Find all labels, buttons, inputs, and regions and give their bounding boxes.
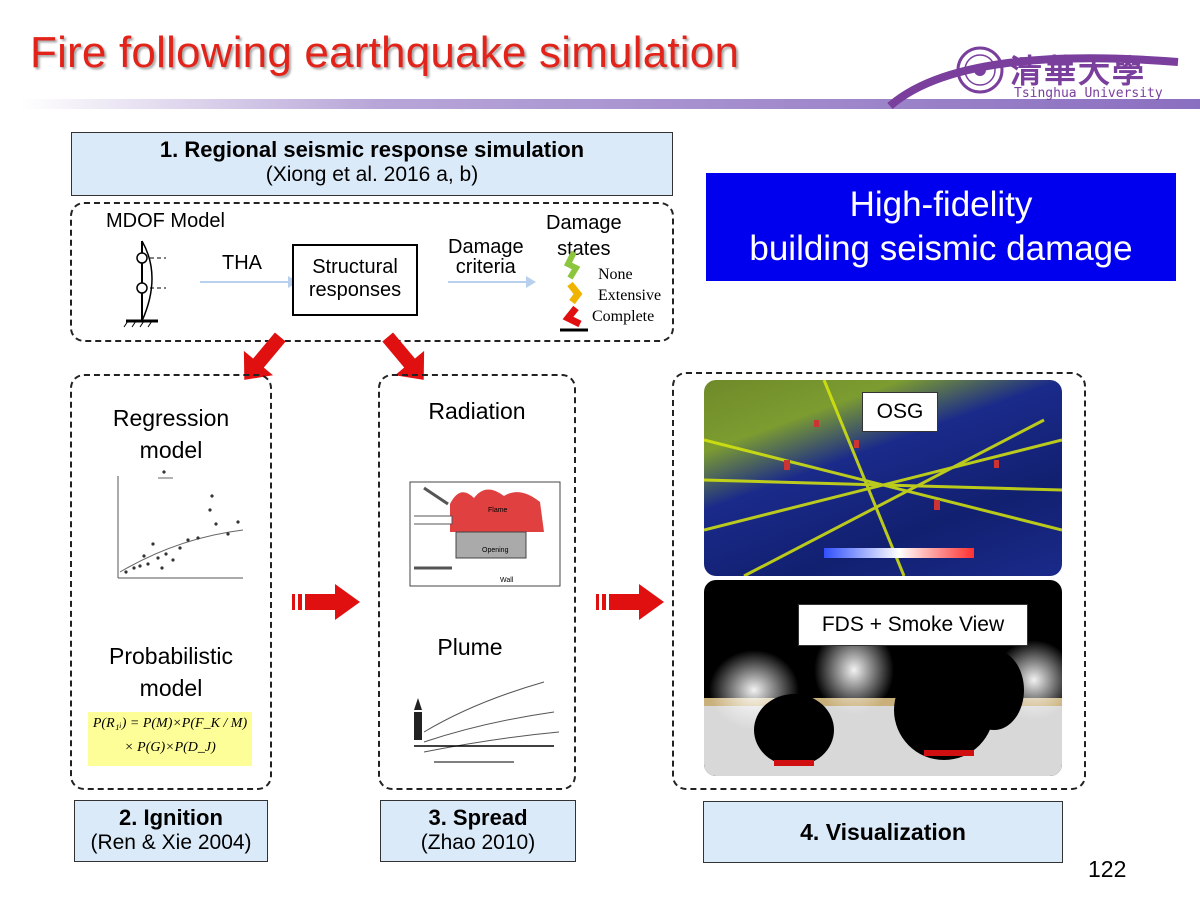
high-fidelity-banner: High-fidelity building seismic damage <box>706 173 1176 281</box>
probabilistic-model-label: Probabilistic model <box>72 640 270 704</box>
step1-box: 1. Regional seismic response simulation … <box>71 132 673 196</box>
damage-criteria-line1: Damage <box>448 237 524 257</box>
step3-ref: (Zhao 2010) <box>381 831 575 855</box>
ignition-panel: Regression model Probabilistic model P(R… <box>70 374 272 790</box>
structural-responses-box: Structural responses <box>292 244 418 316</box>
damage-states-line1: Damage <box>546 210 622 236</box>
structural-responses-line1: Structural <box>294 256 416 279</box>
mdof-label: MDOF Model <box>106 210 225 233</box>
structural-responses-line2: responses <box>294 279 416 302</box>
wall-text: Wall <box>500 577 514 584</box>
radiation-diagram-icon: Flame Opening Wall <box>394 464 564 588</box>
damage-states-icon <box>554 248 594 334</box>
arrow-spread-to-visual-icon <box>596 582 666 622</box>
high-fidelity-line1: High-fidelity <box>706 183 1176 227</box>
step2-heading: 2. Ignition <box>75 805 267 831</box>
step1-content-panel: MDOF Model THA Structural responses Dama… <box>70 202 674 342</box>
logo-name-en: Tsinghua University <box>1014 86 1163 101</box>
step3-heading: 3. Spread <box>381 805 575 831</box>
opening-text: Opening <box>482 547 509 554</box>
probability-formula: P(R₁ᵢ) = P(M)×P(F_K / M) × P(G)×P(D_J) <box>88 712 252 766</box>
regression-line2: model <box>72 434 270 466</box>
formula-line2: × P(G)×P(D_J) <box>88 736 252 760</box>
mdof-model-icon <box>112 236 202 331</box>
plume-diagram-icon <box>394 672 564 772</box>
step3-box: 3. Spread (Zhao 2010) <box>380 800 576 862</box>
criteria-arrow-icon <box>448 272 538 292</box>
state-none: None <box>598 266 633 284</box>
state-complete: Complete <box>592 308 654 326</box>
regression-line1: Regression <box>72 402 270 434</box>
step1-ref: (Xiong et al. 2016 a, b) <box>72 163 672 187</box>
step2-ref: (Ren & Xie 2004) <box>67 831 275 855</box>
regression-plot-icon <box>98 468 248 598</box>
slide-title: Fire following earthquake simulation <box>30 28 739 78</box>
arrow-ignition-to-spread-icon <box>292 582 362 622</box>
fds-tag: FDS + Smoke View <box>798 604 1028 646</box>
probabilistic-line1: Probabilistic <box>72 640 270 672</box>
damage-criteria-label: Damage criteria <box>448 237 524 277</box>
university-logo: 清華大學 Tsinghua University <box>880 40 1180 110</box>
step4-heading: 4. Visualization <box>704 802 1062 862</box>
page-number: 122 <box>1088 856 1126 883</box>
spread-panel: Radiation Flame Opening Wall Plume <box>378 374 576 790</box>
visualization-panel: OSG FDS + Smoke View <box>672 372 1086 790</box>
high-fidelity-line2: building seismic damage <box>706 227 1176 271</box>
tha-arrow-icon <box>200 272 300 292</box>
step4-box: 4. Visualization <box>703 801 1063 863</box>
osg-tag: OSG <box>862 392 938 432</box>
flame-text: Flame <box>488 507 508 514</box>
regression-model-label: Regression model <box>72 402 270 466</box>
plume-label: Plume <box>380 634 560 661</box>
radiation-label: Radiation <box>380 398 574 425</box>
formula-line1: P(R₁ᵢ) = P(M)×P(F_K / M) <box>88 712 252 736</box>
step1-heading: 1. Regional seismic response simulation <box>72 137 672 163</box>
step2-box: 2. Ignition (Ren & Xie 2004) <box>74 800 268 862</box>
state-extensive: Extensive <box>598 287 661 305</box>
probabilistic-line2: model <box>72 672 270 704</box>
